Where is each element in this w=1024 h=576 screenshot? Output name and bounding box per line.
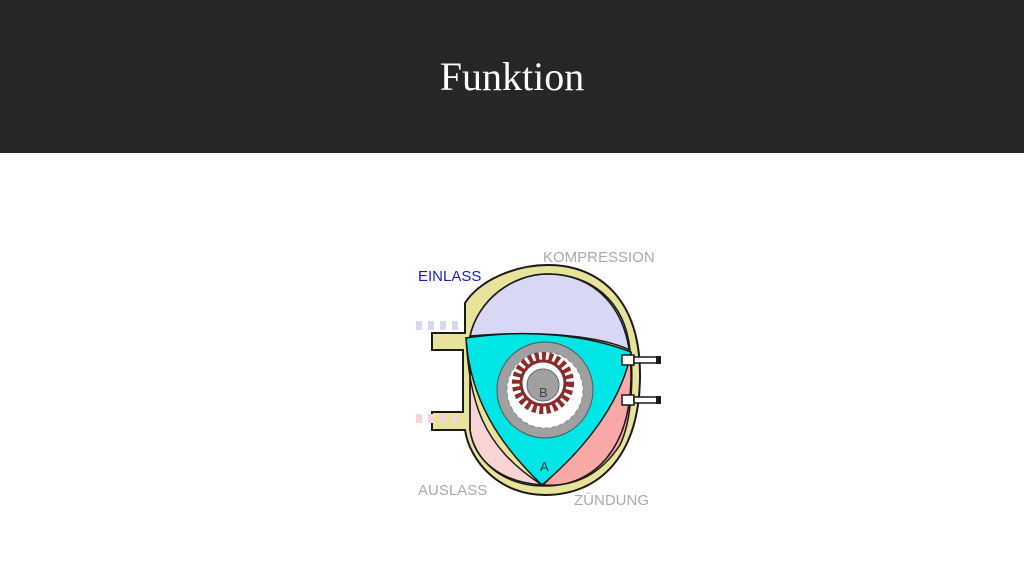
slide-title: Funktion — [439, 54, 585, 99]
label-eccentric-shaft: B — [539, 385, 548, 400]
label-compression: KOMPRESSION — [543, 249, 655, 266]
label-intake: EINLASS — [418, 268, 481, 285]
label-ignition: ZÜNDUNG — [574, 491, 649, 509]
title-bar — [0, 0, 1024, 153]
intake-port-flow — [416, 321, 458, 330]
eccentric-shaft — [526, 368, 560, 402]
housing-inner — [469, 273, 632, 487]
label-exhaust: AUSLASS — [418, 482, 487, 499]
label-rotor-apex: A — [540, 459, 549, 474]
spark-plug-lower — [621, 394, 661, 406]
exhaust-port-flow — [416, 414, 458, 423]
spark-plug-upper — [621, 354, 661, 366]
stationary-gear — [512, 352, 574, 414]
